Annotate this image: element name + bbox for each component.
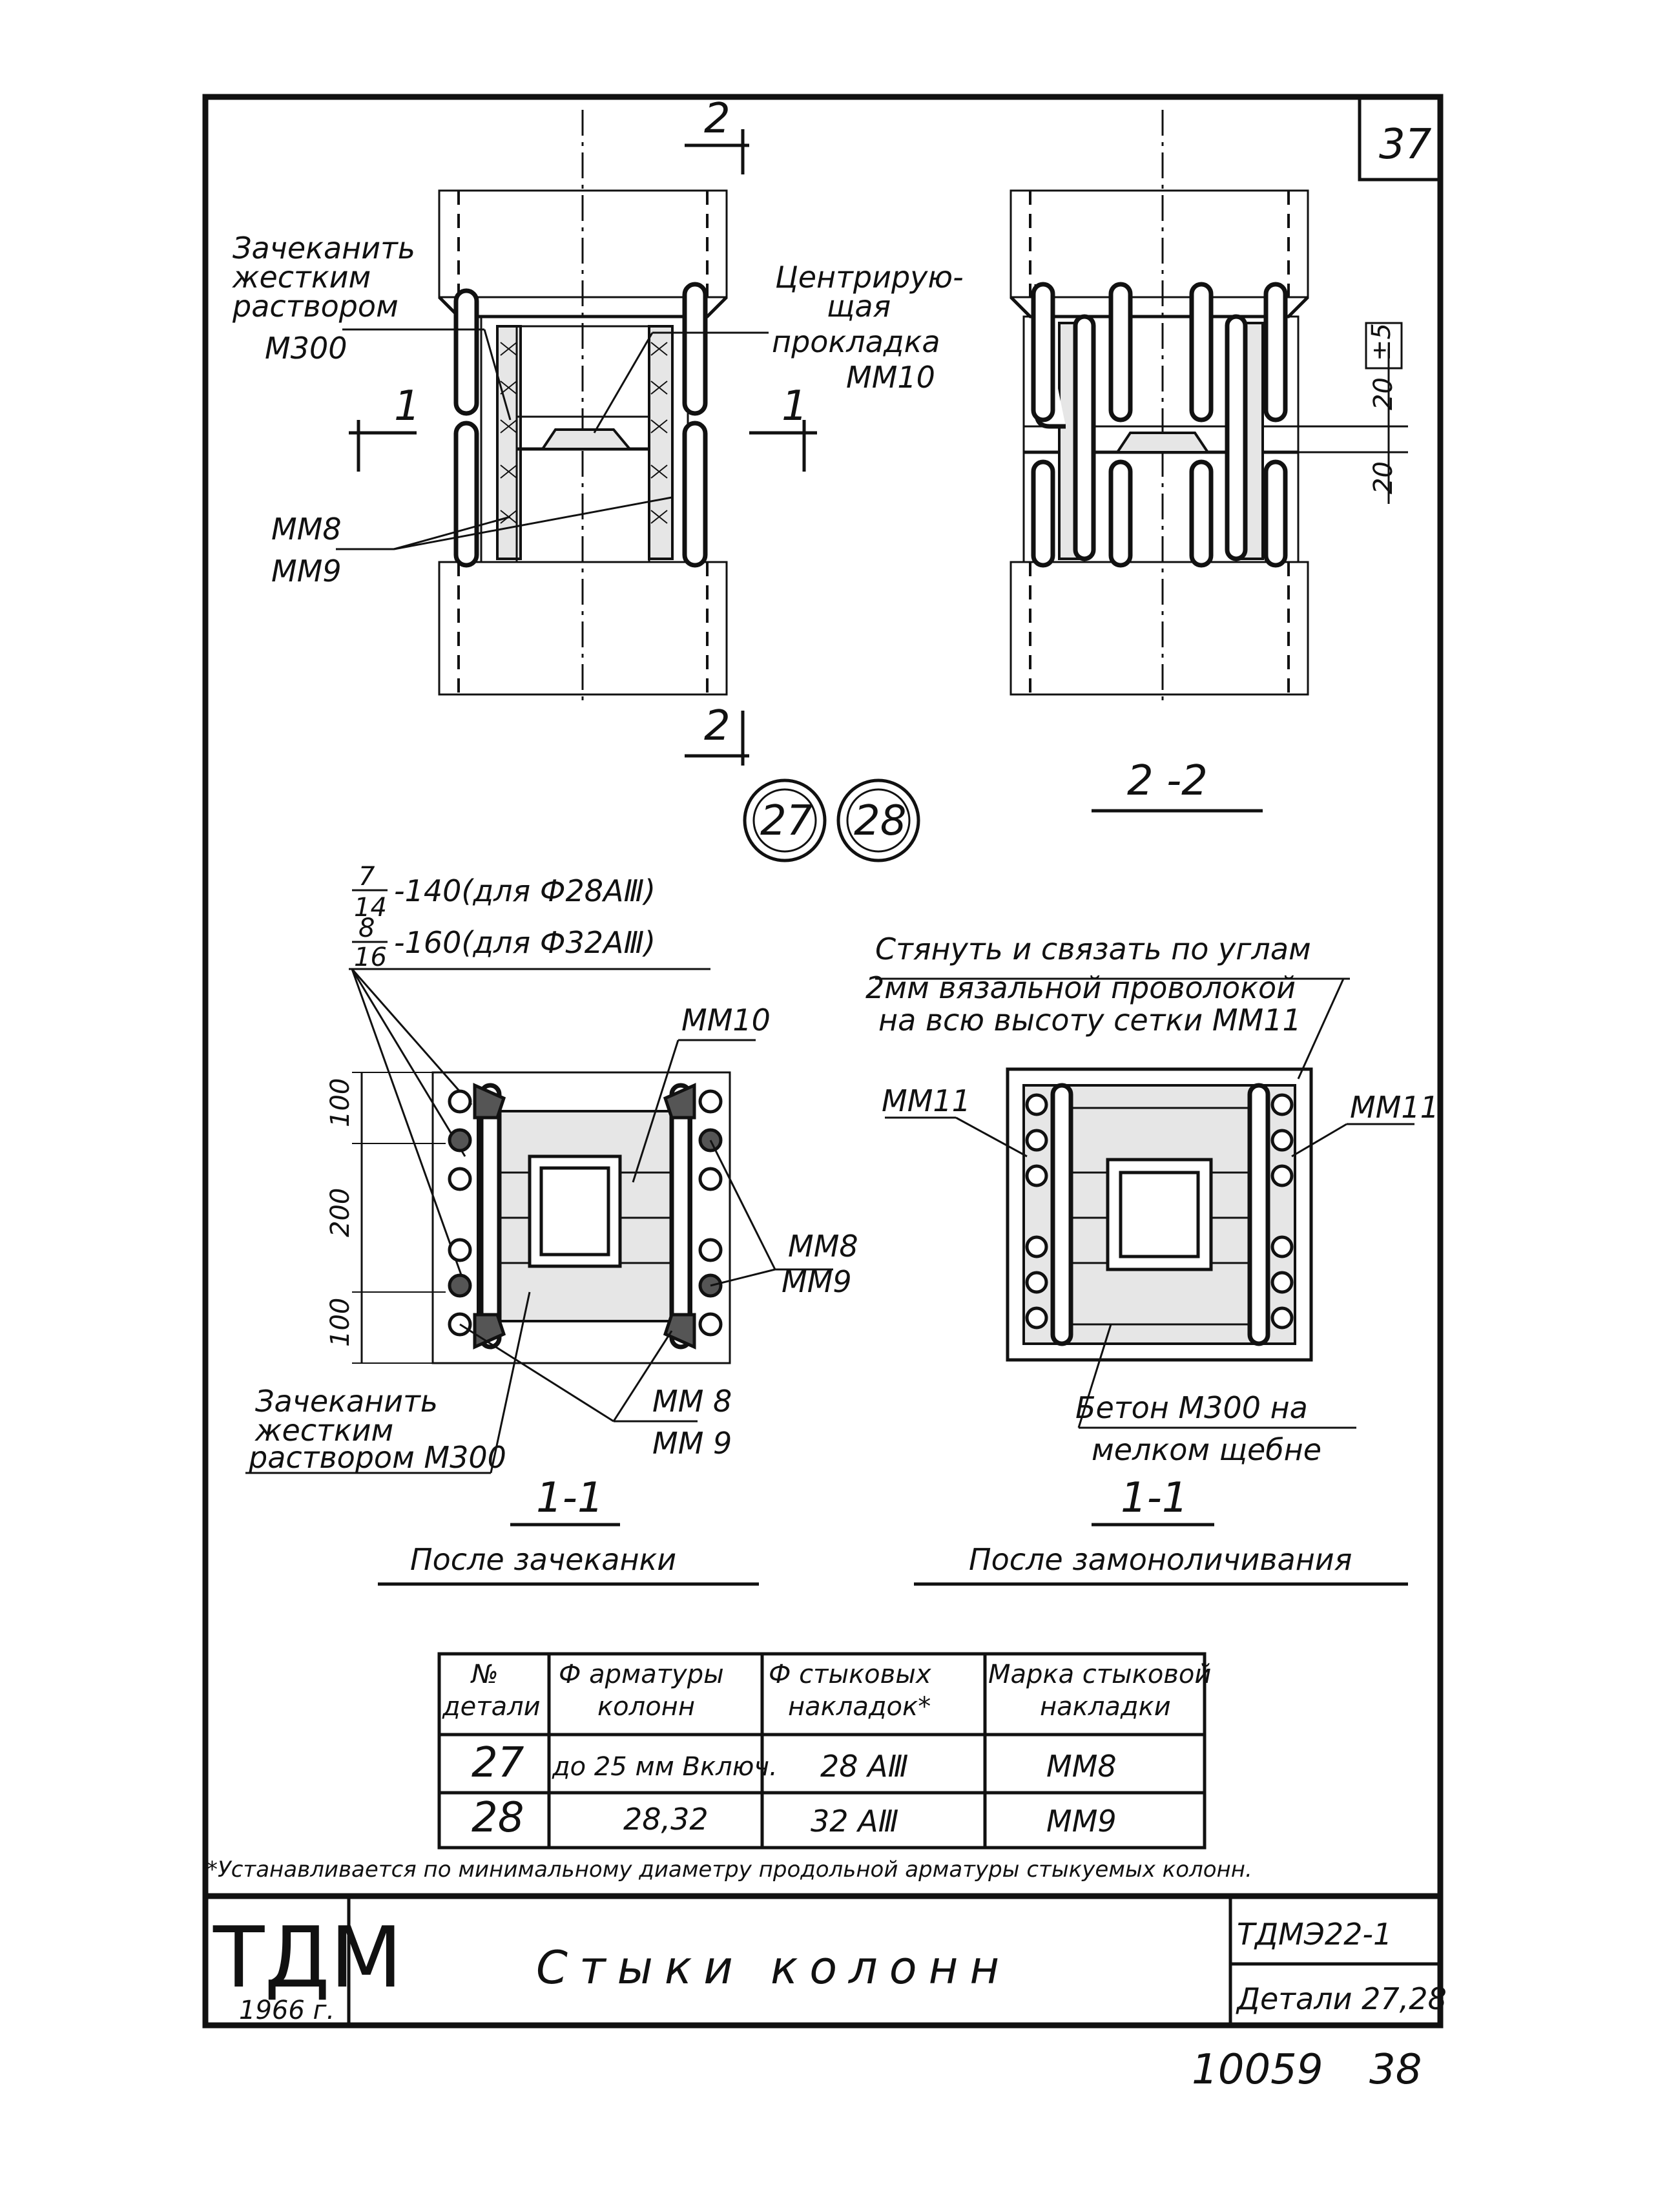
- th-4b: накладки: [1040, 1692, 1171, 1722]
- note-b-text: -160(для Ф32АⅢ): [394, 925, 656, 960]
- dim-200: 200: [326, 1188, 355, 1237]
- plan-right-labels: Стянуть и связать по углам 2мм вязальной…: [865, 932, 1439, 1586]
- elevation-left: 2 2 1 1: [336, 95, 817, 766]
- td-r1-c3: 28 АⅢ: [820, 1749, 908, 1784]
- th-1b: детали: [442, 1692, 541, 1722]
- td-r2-c3: 32 АⅢ: [811, 1804, 898, 1839]
- dim-20-bottom: 20: [1369, 461, 1398, 494]
- footnote: *Устанавливается по минимальному диаметр…: [207, 1857, 1252, 1883]
- plan-right-note2: 2мм вязальной проволокой: [865, 970, 1296, 1005]
- plan-right-mm11-r: ММ11: [1350, 1090, 1439, 1125]
- td-r1-c2: до 25 мм Включ.: [552, 1752, 778, 1782]
- mm8-label: ММ8: [271, 512, 342, 547]
- td-r2-c4: ММ9: [1046, 1804, 1117, 1839]
- centering-label-line1: Центрирую-: [775, 260, 964, 295]
- plan-left-mm8-b: ММ 8: [652, 1384, 732, 1419]
- plan-right: [875, 977, 1414, 1429]
- joint-table: № детали Ф арматуры колонн Ф стыковых на…: [437, 1652, 1211, 1850]
- plan-left-caulk2: жестким: [254, 1413, 393, 1448]
- centering-label-line3: прокладка: [772, 324, 940, 359]
- note-a-frac-top: 7: [358, 862, 375, 892]
- th-2a: Ф арматуры: [559, 1660, 724, 1689]
- plan-left-mm9-r: ММ9: [782, 1264, 852, 1299]
- caulk-label-line2: жестким: [232, 260, 371, 295]
- plan-left-mm10: ММ10: [681, 1003, 771, 1038]
- plan-right-section: 1-1: [1121, 1474, 1188, 1522]
- plan-left-labels: ММ10 ММ8 ММ9 ММ 8 ММ 9 Зачеканить жестки…: [248, 1003, 858, 1586]
- elevation-left-labels: Зачеканить жестким раствором М300 Центри…: [232, 231, 964, 589]
- detail-marks: 27 28: [743, 778, 920, 862]
- th-3b: накладок*: [788, 1692, 931, 1722]
- caulk-label-line3: раствором: [232, 289, 399, 324]
- th-1a: №: [470, 1660, 499, 1689]
- plan-right-concrete2: мелком щебне: [1092, 1432, 1321, 1467]
- section-1-right-label: 1: [782, 382, 808, 430]
- sheet-frame: 37: [202, 94, 1444, 2029]
- plan-left-mm8-r: ММ8: [788, 1229, 858, 1264]
- dim-100-top: 100: [326, 1078, 355, 1127]
- plan-left-section: 1-1: [536, 1474, 604, 1522]
- dim-20-top: 20: [1369, 377, 1398, 410]
- note-b-frac-bottom: 16: [354, 943, 387, 972]
- plan-left-caulk3: раствором М300: [248, 1440, 506, 1475]
- plan-right-rebars: [1025, 1093, 1294, 1330]
- plan-left-caption: После зачеканки: [410, 1542, 676, 1577]
- td-r2-c2: 28,32: [623, 1802, 709, 1837]
- dim-tolerance: ±5: [1367, 323, 1396, 361]
- plan-left: 7 14 -140(для Ф28АⅢ) 8 16 -160(для Ф32АⅢ…: [245, 862, 833, 1474]
- td-r1-c1: 27: [471, 1739, 524, 1787]
- plan-left-rebars: [448, 1089, 723, 1337]
- section-2-2-title: 2 -2: [1127, 757, 1208, 805]
- plan-right-caption: После замоноличивания: [969, 1542, 1352, 1577]
- section-1-left-label: 1: [394, 382, 420, 430]
- centering-label-line2: щая: [827, 289, 891, 324]
- plan-right-mm11-l: ММ11: [882, 1083, 971, 1118]
- title-name: Стыки колонн: [536, 1941, 1011, 1994]
- title-code: ТДМЭ22-1: [1237, 1917, 1392, 1952]
- caulk-label-line1: Зачеканить: [233, 231, 415, 266]
- section-2-bottom-label: 2: [704, 702, 730, 750]
- plan-right-note1: Стянуть и связать по углам: [875, 932, 1311, 966]
- dim-100-bottom: 100: [326, 1298, 355, 1347]
- th-3a: Ф стыковых: [769, 1660, 931, 1689]
- th-2b: колонн: [597, 1692, 695, 1722]
- th-4a: Марка стыковой: [988, 1660, 1211, 1689]
- archive-number: 10059: [1192, 2046, 1323, 2094]
- page-number: 38: [1369, 2046, 1422, 2094]
- title-year: 1966 г.: [239, 1996, 335, 2025]
- note-b-frac-top: 8: [358, 913, 375, 943]
- title-logo: ТДМ: [212, 1908, 402, 2007]
- plan-right-note3: на всю высоту сетки ММ11: [878, 1003, 1301, 1038]
- td-r2-c1: 28: [471, 1794, 524, 1842]
- plan-left-caulk1: Зачеканить: [255, 1384, 438, 1419]
- note-a-frac-bottom: 14: [354, 893, 387, 923]
- caulk-grade-label: М300: [265, 331, 347, 366]
- plan-right-concrete1: Бетон М300 на: [1075, 1390, 1308, 1425]
- mm9-label: ММ9: [271, 554, 342, 589]
- elevation-section-2-2: 20 ±5 20 2 -2: [1010, 110, 1408, 813]
- detail-mark-27: 27: [760, 797, 813, 845]
- sheet-number: 37: [1379, 121, 1432, 169]
- title-block: ТДМ 1966 г. Стыки колонн ТДМЭ22-1 Детали…: [205, 1893, 1447, 2025]
- title-details: Детали 27,28: [1236, 1981, 1447, 2016]
- note-a-text: -140(для Ф28АⅢ): [394, 873, 656, 908]
- td-r1-c4: ММ8: [1046, 1749, 1117, 1784]
- section-2-top-label: 2: [704, 95, 730, 143]
- detail-mark-28: 28: [854, 797, 906, 845]
- plan-left-mm9-b: ММ 9: [652, 1426, 732, 1461]
- centering-code-label: ММ10: [846, 360, 935, 395]
